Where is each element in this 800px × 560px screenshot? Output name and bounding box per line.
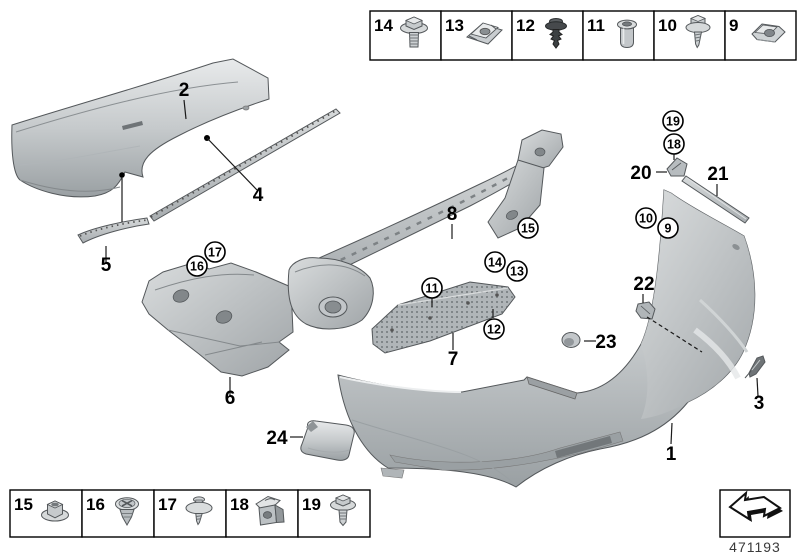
svg-text:16: 16: [190, 260, 204, 274]
leader-part-22-dashed: [646, 316, 703, 353]
fastener-box-15[interactable]: 15: [9, 489, 83, 538]
part-label-20[interactable]: 20: [630, 163, 651, 184]
part-24-tow-hook-cover: [300, 420, 355, 461]
leader-lines: [105, 99, 759, 445]
leader-part-4: [206, 137, 258, 191]
part-label-5[interactable]: 5: [101, 255, 112, 276]
callout-circle-14[interactable]: 14: [484, 251, 506, 273]
part-5-corner-strip: [77, 217, 150, 244]
svg-text:18: 18: [667, 138, 681, 152]
svg-text:9: 9: [729, 16, 738, 35]
part-6-side-mount-bracket: [141, 261, 294, 377]
svg-text:14: 14: [374, 16, 393, 35]
fastener-box-19[interactable]: 19: [297, 489, 371, 538]
svg-text:11: 11: [425, 282, 438, 296]
bottom-fastener-row: 15 16 17 18 19: [9, 489, 371, 538]
part-8-bumper-carrier: [287, 129, 564, 330]
part-label-23[interactable]: 23: [595, 332, 616, 353]
leader-dot-part-5: [119, 172, 125, 178]
part-label-1[interactable]: 1: [666, 444, 677, 465]
svg-text:16: 16: [86, 495, 105, 514]
svg-text:10: 10: [639, 212, 653, 226]
callout-circle-12[interactable]: 12: [483, 318, 505, 340]
svg-text:17: 17: [158, 495, 177, 514]
part-label-21[interactable]: 21: [707, 164, 729, 185]
blind-rivet-nut-icon: [616, 19, 638, 49]
part-label-6[interactable]: 6: [225, 388, 236, 409]
part-label-3[interactable]: 3: [754, 393, 765, 414]
fastener-box-17[interactable]: 17: [153, 489, 227, 538]
fastener-box-18[interactable]: 18: [225, 489, 299, 538]
part-20-guide-bracket: [666, 157, 688, 177]
svg-text:14: 14: [488, 256, 502, 270]
part-label-7[interactable]: 7: [448, 349, 459, 370]
part-label-22[interactable]: 22: [633, 274, 654, 295]
svg-text:19: 19: [666, 115, 680, 129]
svg-text:12: 12: [487, 323, 501, 337]
leader-part-1: [670, 422, 673, 445]
leader-part-3: [756, 377, 759, 397]
svg-text:18: 18: [230, 495, 249, 514]
footer-nav: 471193: [719, 489, 791, 555]
callout-circle-16[interactable]: 16: [186, 255, 208, 277]
svg-text:15: 15: [521, 222, 535, 236]
callout-circle-11[interactable]: 11: [421, 277, 443, 299]
svg-text:12: 12: [516, 16, 535, 35]
part-label-24[interactable]: 24: [266, 428, 288, 449]
svg-text:13: 13: [445, 16, 464, 35]
callout-circle-17[interactable]: 17: [204, 241, 226, 263]
page-back-arrow-icon: [728, 490, 783, 522]
part-23-cap-plug: [561, 332, 581, 348]
diagram-number: 471193: [729, 539, 781, 555]
svg-text:11: 11: [587, 16, 605, 35]
fastener-box-13[interactable]: 13: [440, 10, 513, 61]
fastener-box-10[interactable]: 10: [653, 10, 726, 61]
top-fastener-row: 14 13 12 11 10 9: [369, 10, 797, 61]
fastener-box-16[interactable]: 16: [81, 489, 155, 538]
part-4-lower-edge-strip: [149, 108, 341, 222]
part-label-4[interactable]: 4: [253, 185, 264, 206]
svg-text:19: 19: [302, 495, 321, 514]
fastener-box-11[interactable]: 11: [582, 10, 655, 61]
svg-text:9: 9: [665, 222, 672, 236]
callout-circle-10[interactable]: 10: [635, 207, 657, 229]
page-back-button[interactable]: [719, 489, 791, 538]
callout-circle-18[interactable]: 18: [663, 133, 685, 155]
fastener-box-9[interactable]: 9: [724, 10, 797, 61]
svg-text:10: 10: [658, 16, 677, 35]
fastener-box-14[interactable]: 14: [369, 10, 442, 61]
part-3-expanding-clip: [744, 355, 766, 379]
callout-circle-9[interactable]: 9: [657, 217, 679, 239]
part-1-rear-bumper-cover: [337, 189, 756, 488]
part-label-2[interactable]: 2: [179, 80, 190, 101]
leader-part-2: [183, 99, 187, 120]
svg-text:17: 17: [208, 246, 222, 260]
svg-text:15: 15: [14, 495, 33, 514]
svg-text:13: 13: [510, 265, 524, 279]
exhaust-cutout: [555, 436, 612, 458]
callout-circle-15[interactable]: 15: [517, 217, 539, 239]
part-label-8[interactable]: 8: [447, 204, 458, 225]
fastener-box-12[interactable]: 12: [511, 10, 584, 61]
part-21-edge-protection-strip: [681, 175, 750, 224]
trim-slot: [122, 121, 143, 130]
pdc-sensor-hole: [242, 105, 250, 111]
callout-circle-13[interactable]: 13: [506, 260, 528, 282]
callout-circle-19[interactable]: 19: [662, 110, 684, 132]
part-22-support-bracket: [635, 301, 656, 320]
part-2-bumper-trim-panel-rear-view: [11, 58, 270, 198]
